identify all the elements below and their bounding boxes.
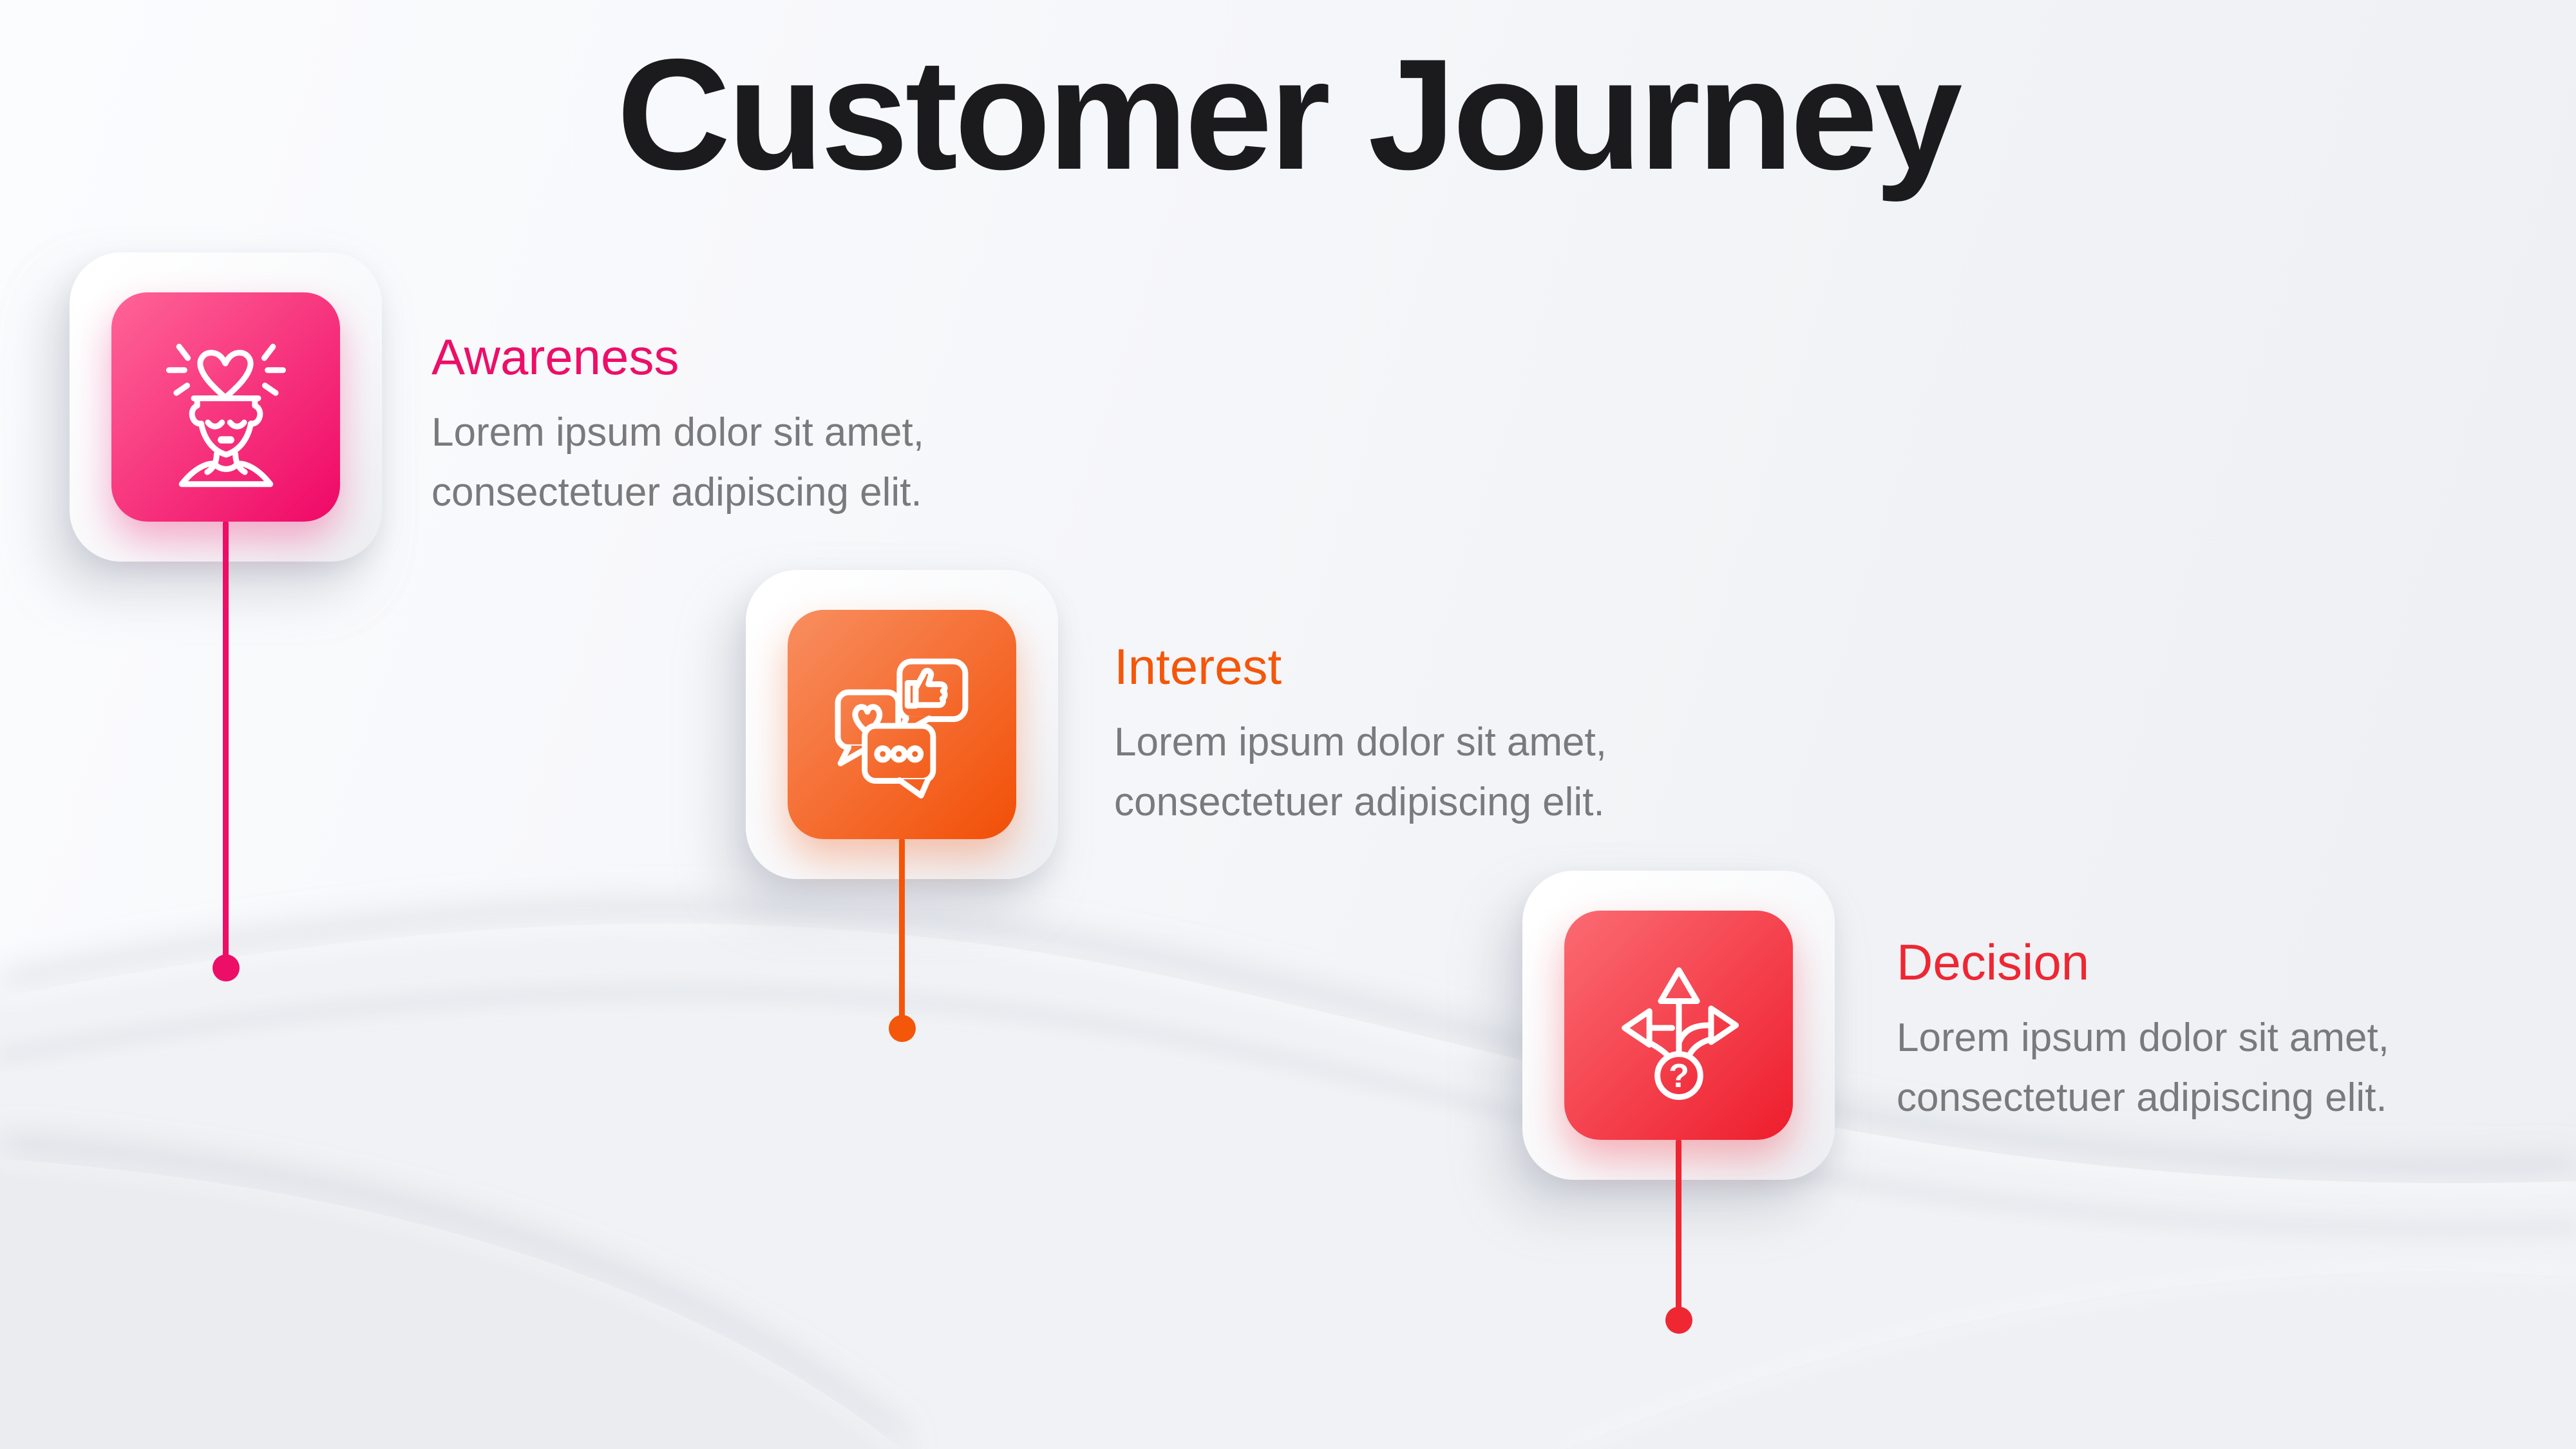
social-engagement-icon <box>835 658 968 799</box>
step-title: Decision <box>1897 934 2090 990</box>
step-description-line: Lorem ipsum dolor sit amet, <box>1897 1015 2389 1060</box>
connector-line <box>1676 1139 1681 1320</box>
icon-tile: ? <box>1564 911 1793 1140</box>
step-description: Lorem ipsum dolor sit amet, consectetuer… <box>1114 712 1855 832</box>
step-caption: Interest Lorem ipsum dolor sit amet, con… <box>1114 639 1855 832</box>
svg-text:?: ? <box>1669 1057 1689 1095</box>
step-description: Lorem ipsum dolor sit amet, consectetuer… <box>1897 1008 2576 1128</box>
step-caption: Decision Lorem ipsum dolor sit amet, con… <box>1897 934 2576 1128</box>
step-caption: Awareness Lorem ipsum dolor sit amet, co… <box>431 328 1172 522</box>
step-description-line: Lorem ipsum dolor sit amet, <box>431 410 924 455</box>
step-description-line: Lorem ipsum dolor sit amet, <box>1114 719 1607 764</box>
connector-dot <box>1665 1307 1692 1334</box>
connector-dot <box>888 1015 916 1042</box>
step-description: Lorem ipsum dolor sit amet, consectetuer… <box>431 402 1172 522</box>
page-title: Customer Journey <box>616 26 1963 202</box>
step-title: Interest <box>1114 638 1282 695</box>
connector-line <box>899 838 905 1028</box>
step-description-line: consectetuer adipiscing elit. <box>1114 779 1605 824</box>
step-card <box>70 252 382 981</box>
step-card <box>746 570 1058 1042</box>
step-description-line: consectetuer adipiscing elit. <box>1897 1075 2387 1120</box>
step-description-line: consectetuer adipiscing elit. <box>431 469 922 515</box>
connector-line <box>223 520 229 968</box>
icon-tile <box>111 292 340 522</box>
decision-paths-icon: ? <box>1621 967 1739 1100</box>
step-card: ? <box>1522 871 1835 1334</box>
connector-dot <box>212 954 240 981</box>
mind-heart-icon <box>166 343 286 488</box>
icon-tile <box>788 610 1016 839</box>
step-title: Awareness <box>431 328 679 385</box>
